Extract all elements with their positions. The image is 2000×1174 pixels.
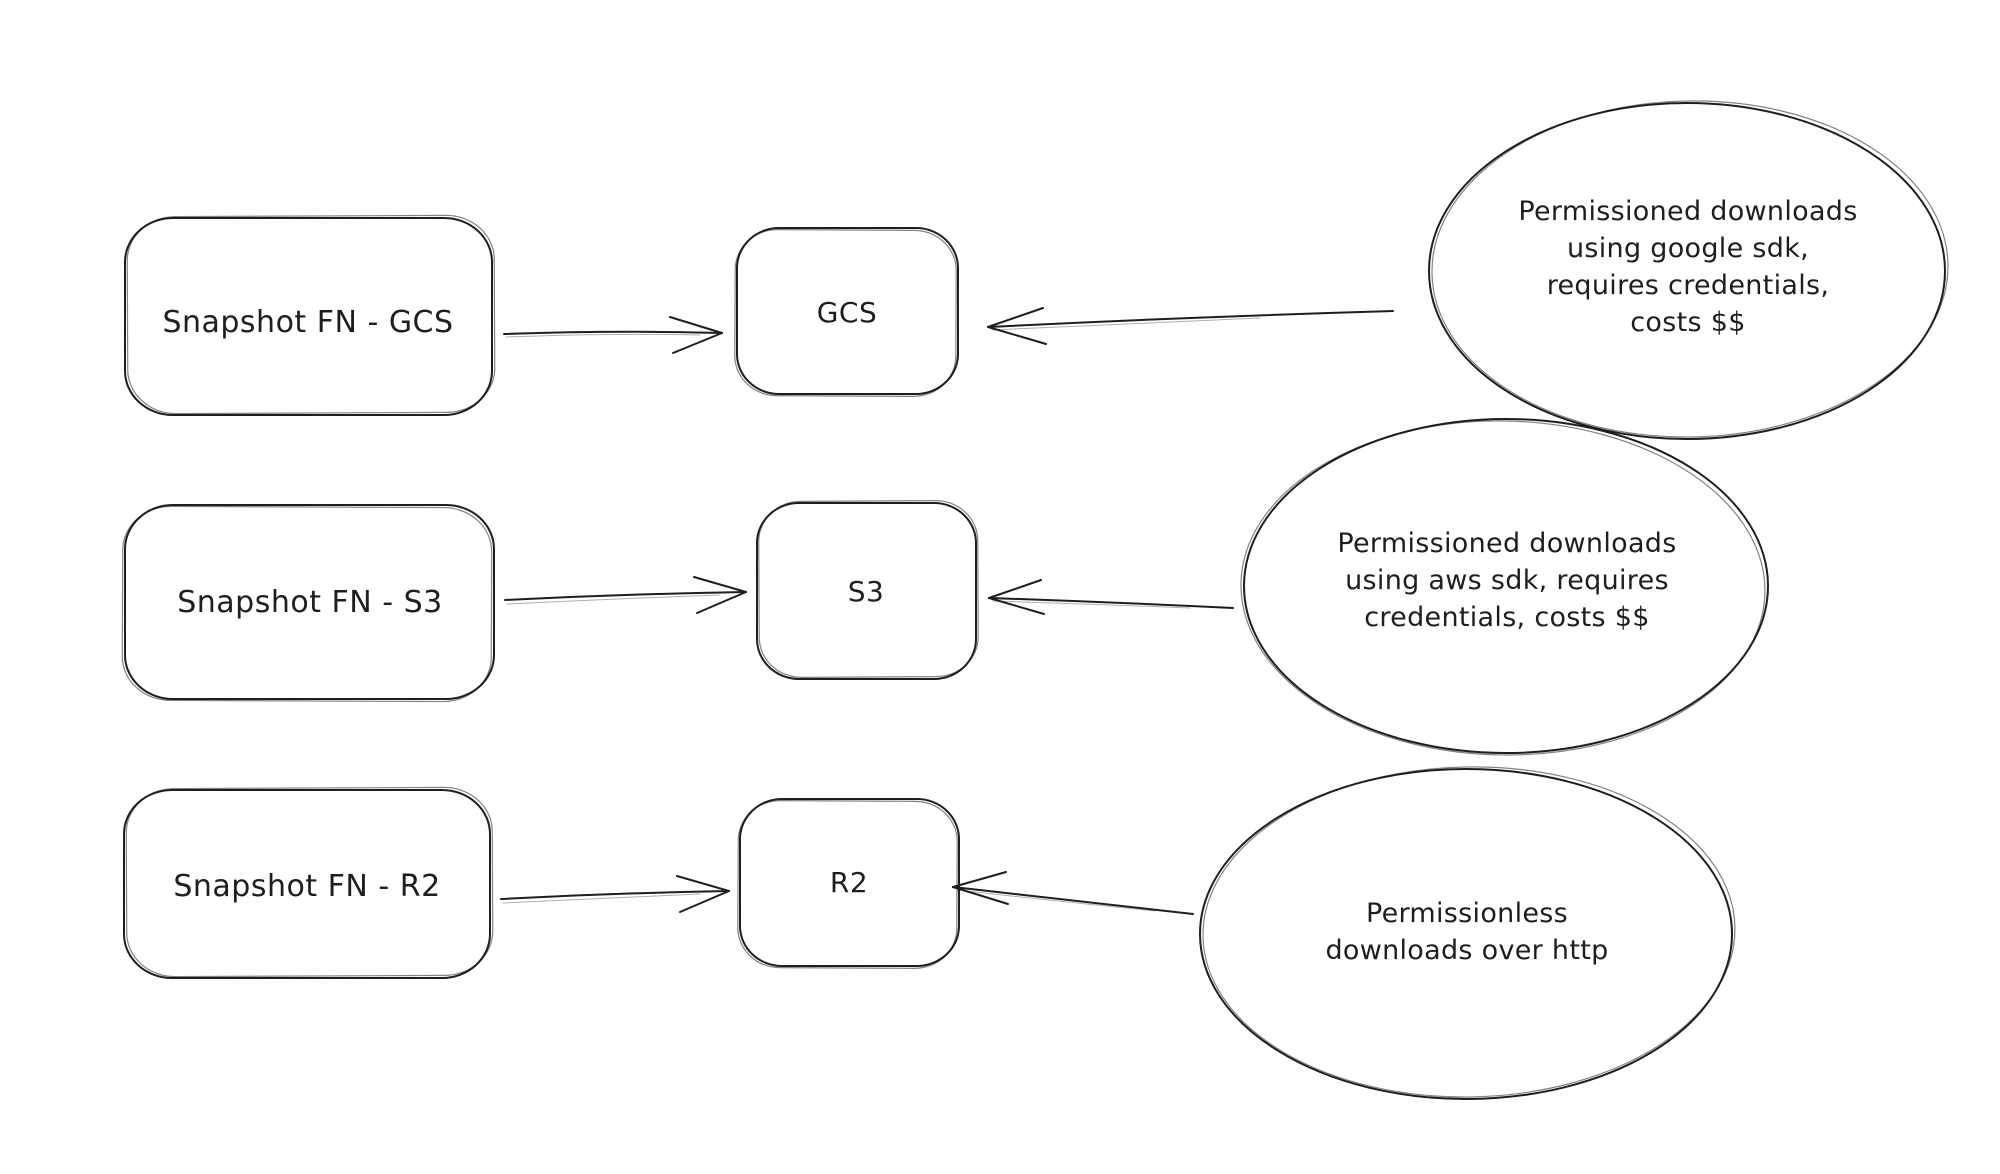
note-ellipse-s3: Permissioned downloads using aws sdk, re… [1240,418,1769,756]
note-line: credentials, costs $$ [1364,602,1650,633]
source-node-gcs: Snapshot FN - GCS [124,214,496,416]
note-line: using aws sdk, requires [1345,565,1669,596]
source-node-gcs-label: Snapshot FN - GCS [162,305,453,340]
note-ellipse-gcs: Permissioned downloads using google sdk,… [1428,100,1949,440]
storage-node-s3-label: S3 [848,575,885,608]
flow-row-s3: Snapshot FN - S3 S3 Permissioned downloa [121,418,1769,756]
note-line: downloads over http [1325,935,1608,966]
storage-node-gcs: GCS [734,227,959,397]
arrow-note-to-gcs [987,307,1394,345]
arrow-snapshot-to-r2 [500,875,730,913]
note-line: requires credentials, [1547,270,1830,301]
storage-node-s3: S3 [756,500,979,680]
note-line: Permissionless [1366,898,1568,929]
arrow-note-to-r2 [952,871,1194,915]
note-line: Permissioned downloads [1518,196,1857,227]
arrow-snapshot-to-gcs [503,316,723,354]
arrow-note-to-s3 [988,579,1234,615]
source-node-r2: Snapshot FN - R2 [123,786,494,979]
arrow-snapshot-to-s3 [504,576,747,614]
note-line: Permissioned downloads [1337,528,1676,559]
storage-node-r2-label: R2 [830,866,868,899]
note-line: costs $$ [1630,307,1745,338]
note-ellipse-r2: Permissionless downloads over http [1199,766,1736,1100]
source-node-s3: Snapshot FN - S3 [121,504,495,703]
flow-row-r2: Snapshot FN - R2 R2 Permissionless [123,766,1736,1100]
storage-node-r2: R2 [737,798,960,969]
source-node-r2-label: Snapshot FN - R2 [173,869,440,904]
flow-row-gcs: Snapshot FN - GCS GCS Permissioned downl [124,100,1949,440]
note-line: using google sdk, [1567,233,1809,264]
storage-node-gcs-label: GCS [817,296,878,329]
source-node-s3-label: Snapshot FN - S3 [177,585,443,620]
